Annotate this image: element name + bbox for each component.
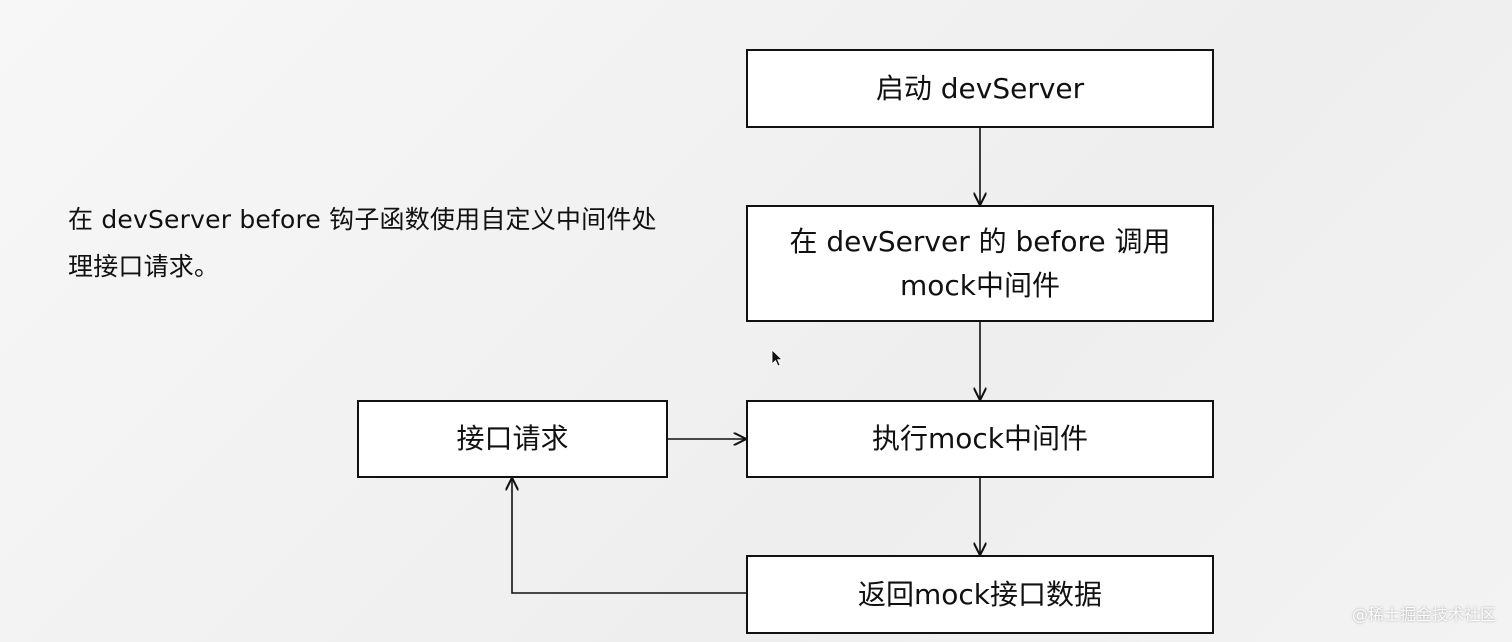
before-hook-label-line-2: mock中间件 [899, 268, 1060, 302]
description-line-2: 理接口请求。 [68, 252, 220, 281]
start-devserver-label: 启动 devServer [875, 71, 1085, 105]
execute-mock-middleware-label: 执行mock中间件 [871, 422, 1089, 455]
mouse-pointer-icon [771, 349, 783, 367]
before-hook-label-stack: 在 devServer 的 before 调用 mock中间件 [789, 220, 1170, 308]
api-request-label: 接口请求 [456, 422, 569, 455]
execute-mock-middleware-box: 执行mock中间件 [746, 400, 1214, 478]
arrow-return-to-request [512, 479, 746, 594]
api-request-box: 接口请求 [357, 400, 668, 478]
description-note: 在 devServer before 钩子函数使用自定义中间件处 理接口请求。 [68, 196, 718, 290]
description-line-1: 在 devServer before 钩子函数使用自定义中间件处 [68, 205, 657, 234]
watermark-text: @稀土掘金技术社区 [1351, 605, 1496, 624]
return-mock-data-box: 返回mock接口数据 [746, 555, 1214, 634]
start-devserver-box: 启动 devServer [746, 49, 1214, 128]
before-hook-label-line-1: 在 devServer 的 before 调用 [789, 224, 1171, 258]
return-mock-data-label: 返回mock接口数据 [857, 577, 1103, 611]
before-hook-box: 在 devServer 的 before 调用 mock中间件 [746, 205, 1214, 322]
